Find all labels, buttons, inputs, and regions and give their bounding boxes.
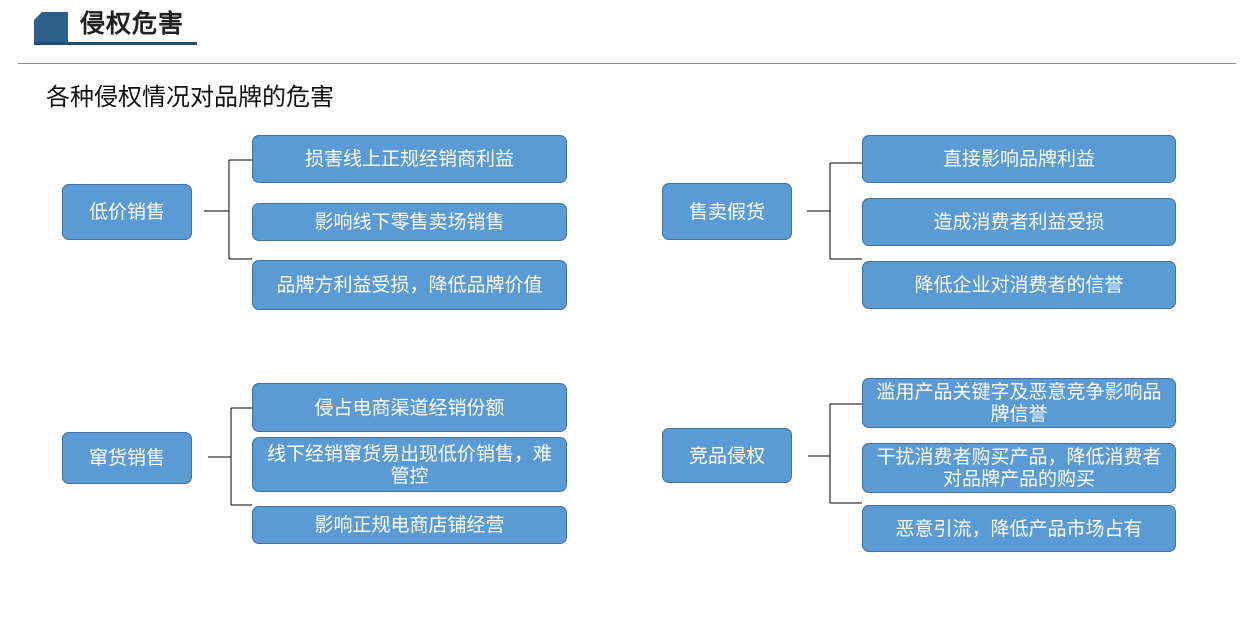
header-divider (18, 63, 1236, 64)
impact-item: 滥用产品关键字及恶意竞争影响品牌信誉 (862, 378, 1176, 428)
impact-item: 降低企业对消费者的信誉 (862, 261, 1176, 309)
impact-item: 损害线上正规经销商利益 (252, 135, 567, 183)
category-counterfeit-sales: 售卖假货 (662, 183, 792, 240)
title-underline (34, 42, 197, 45)
impact-item: 造成消费者利益受损 (862, 198, 1176, 246)
impact-item: 品牌方利益受损，降低品牌价值 (252, 260, 567, 310)
impact-item: 恶意引流，降低产品市场占有 (862, 505, 1176, 552)
impact-item: 影响正规电商店铺经营 (252, 506, 567, 544)
category-competitor-infringement: 竞品侵权 (662, 428, 792, 483)
title-tab-icon (34, 12, 68, 44)
category-cross-region-sales: 窜货销售 (62, 432, 192, 484)
subtitle: 各种侵权情况对品牌的危害 (46, 83, 334, 111)
impact-item: 线下经销窜货易出现低价销售，难管控 (252, 437, 567, 492)
impact-item: 干扰消费者购买产品，降低消费者对品牌产品的购买 (862, 443, 1176, 493)
category-low-price-sales: 低价销售 (62, 184, 192, 240)
impact-item: 影响线下零售卖场销售 (252, 203, 567, 241)
impact-item: 直接影响品牌利益 (862, 135, 1176, 183)
impact-item: 侵占电商渠道经销份额 (252, 383, 567, 432)
page-title: 侵权危害 (80, 9, 185, 38)
